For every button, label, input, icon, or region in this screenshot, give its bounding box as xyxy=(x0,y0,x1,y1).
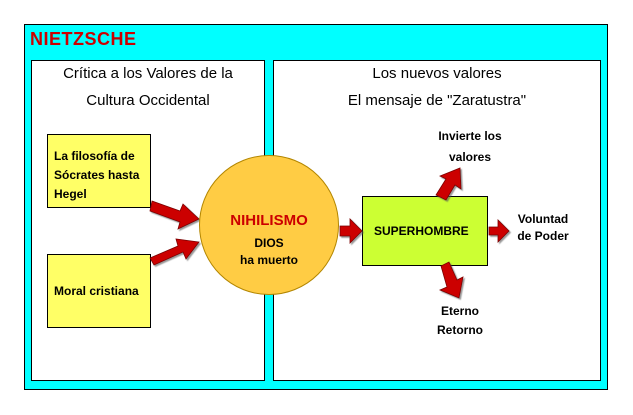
left-heading-line2: Cultura Occidental xyxy=(86,92,210,109)
arrow-socrates-to-nihilismo xyxy=(149,200,200,230)
moral-cristiana-label: Moral cristiana xyxy=(54,284,139,298)
eterno-retorno-label: Eterno Retorno xyxy=(420,303,500,339)
socrates-hegel-box: La filosofía de Sócrates hasta Hegel xyxy=(47,134,151,208)
left-panel-heading: Crítica a los Valores de la Cultura Occi… xyxy=(31,62,265,113)
superhombre-label: SUPERHOMBRE xyxy=(374,224,469,238)
arrow-moral-to-nihilismo xyxy=(149,238,200,266)
left-heading-line1: Crítica a los Valores de la xyxy=(63,65,233,82)
voluntad-poder-label: Voluntad de Poder xyxy=(503,211,583,245)
nihilismo-circle: NIHILISMO DIOS ha muerto xyxy=(199,155,339,295)
invierte-line2: valores xyxy=(448,150,492,164)
right-heading-line2: El mensaje de "Zaratustra" xyxy=(347,92,527,109)
dios-label: DIOS xyxy=(254,236,284,250)
diagram-title: NIETZSCHE xyxy=(30,29,137,49)
arrow-to-invierte-valores xyxy=(435,167,462,201)
socrates-box-line2: Sócrates hasta xyxy=(54,168,140,182)
socrates-box-line3: Hegel xyxy=(54,187,87,201)
nihilismo-subtitle: DIOS ha muerto xyxy=(200,235,338,269)
superhombre-box: SUPERHOMBRE xyxy=(362,196,488,266)
ha-muerto-label: ha muerto xyxy=(239,253,298,267)
voluntad-line2: de Poder xyxy=(517,229,569,243)
voluntad-line1: Voluntad xyxy=(517,212,569,226)
eterno-line1: Eterno xyxy=(440,304,479,318)
nihilismo-title: NIHILISMO xyxy=(230,212,308,229)
arrow-to-eterno-retorno xyxy=(438,261,464,299)
right-panel-heading: Los nuevos valores El mensaje de "Zaratu… xyxy=(273,62,601,113)
invierte-valores-label: Invierte los valores xyxy=(418,128,522,166)
moral-cristiana-box: Moral cristiana xyxy=(47,254,151,328)
right-heading-line1: Los nuevos valores xyxy=(372,65,502,82)
socrates-box-line1: La filosofía de xyxy=(54,149,135,163)
invierte-line1: Invierte los xyxy=(438,129,502,143)
eterno-line2: Retorno xyxy=(437,323,483,337)
arrow-to-voluntad-de-poder xyxy=(488,219,510,243)
arrow-nihilismo-to-superhombre xyxy=(339,218,363,244)
